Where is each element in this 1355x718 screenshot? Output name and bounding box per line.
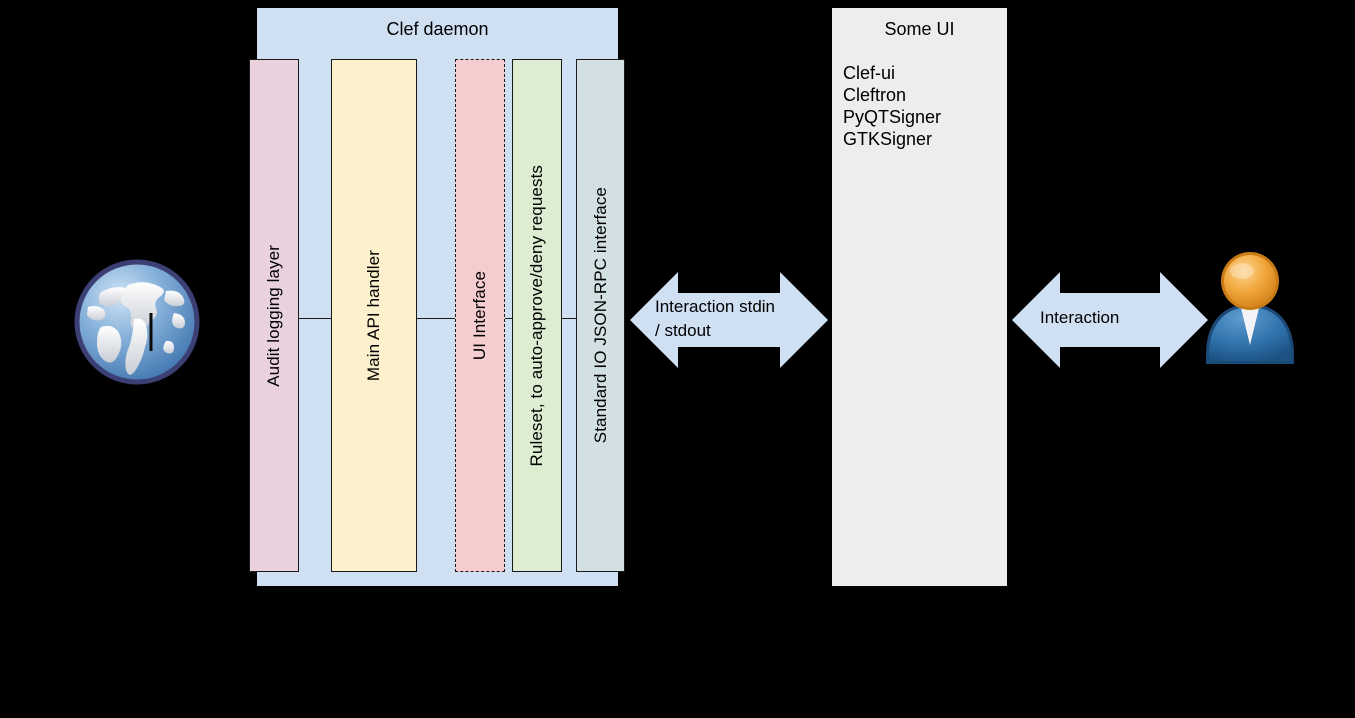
list-item: Clef-ui <box>843 63 896 83</box>
lane-standard-io-json-rpc-interface: Standard IO JSON-RPC interface <box>576 59 625 572</box>
clef-daemon-title: Clef daemon <box>386 19 489 39</box>
clef-daemon-container <box>257 8 618 586</box>
some-ui-title: Some UI <box>884 19 955 39</box>
lane-jsonrpc-label: Standard IO JSON-RPC interface <box>590 187 610 444</box>
lane-audit-label: Audit logging layer <box>264 244 283 387</box>
list-item: GTKSigner <box>843 129 933 149</box>
lane-audit-logging-layer: Audit logging layer <box>249 59 299 572</box>
stdio-arrow-label-line1: Interaction stdin <box>655 297 776 316</box>
lane-connector-4 <box>561 318 577 319</box>
lane-ui-label: UI Interface <box>470 270 489 361</box>
stdio-arrow-label-line2: / stdout <box>655 321 711 340</box>
list-item: Cleftron <box>843 85 907 105</box>
lane-ruleset-label: Ruleset, to auto-approve/deny requests <box>527 164 546 467</box>
globe-icon <box>70 255 205 390</box>
lane-api-label: Main API handler <box>364 249 383 382</box>
lane-ui-interface: UI Interface <box>455 59 505 572</box>
stdio-arrow <box>630 272 828 368</box>
interaction-arrow-label: Interaction <box>1040 306 1210 330</box>
lane-connector-1 <box>298 318 332 319</box>
interaction-arrow-label-line1: Interaction <box>1040 308 1120 327</box>
lane-connector-3 <box>504 318 513 319</box>
lane-main-api-handler: Main API handler <box>331 59 417 572</box>
list-item: PyQTSigner <box>843 107 942 127</box>
user-icon <box>1200 248 1300 368</box>
some-ui-list: Clef-ui Cleftron PyQTSigner GTKSigner <box>843 62 1003 150</box>
lane-connector-2 <box>416 318 456 319</box>
some-ui-panel <box>832 8 1007 586</box>
interaction-arrow <box>1012 272 1208 368</box>
stdio-arrow-label: Interaction stdin / stdout <box>655 295 830 343</box>
lane-ruleset: Ruleset, to auto-approve/deny requests <box>512 59 562 572</box>
